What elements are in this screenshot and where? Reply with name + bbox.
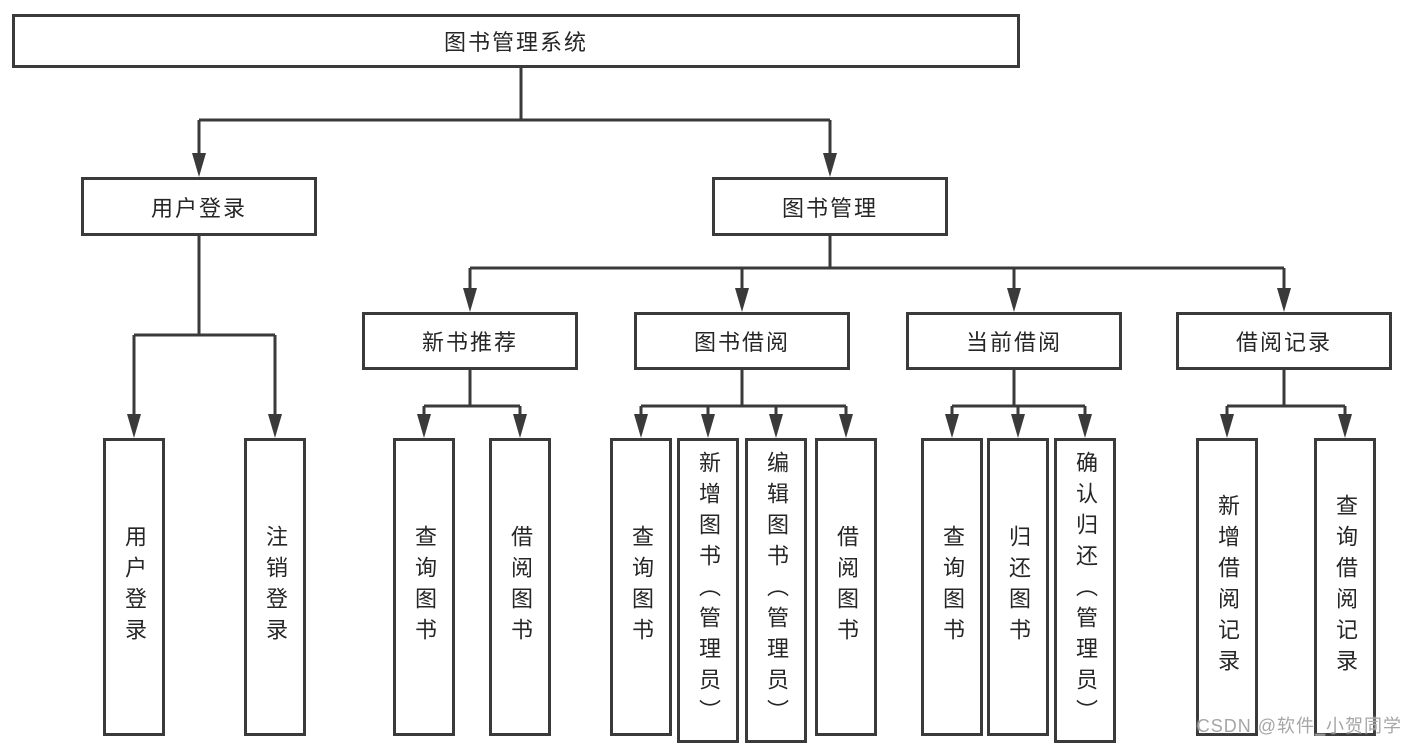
leaf-newrec-query-books: 查询图书	[393, 438, 455, 736]
leaf-current-confirm-return-admin: 确认归还（管理员）	[1054, 438, 1116, 743]
node-book-management: 图书管理	[712, 177, 948, 236]
leaf-records-query-record: 查询借阅记录	[1314, 438, 1376, 736]
leaf-borrow-add-books-admin: 新增图书（管理员）	[677, 438, 739, 743]
node-book-borrow: 图书借阅	[634, 312, 850, 370]
node-current-borrow: 当前借阅	[906, 312, 1122, 370]
leaf-records-add-record: 新增借阅记录	[1196, 438, 1258, 736]
csdn-watermark: CSDN @软件_小贺同学	[1196, 716, 1402, 736]
leaf-user-login: 用户登录	[103, 438, 165, 736]
leaf-borrow-edit-books-admin: 编辑图书（管理员）	[745, 438, 807, 743]
arrowheads	[127, 153, 1352, 438]
leaf-newrec-borrow-books: 借阅图书	[489, 438, 551, 736]
node-user-login: 用户登录	[81, 177, 317, 236]
leaf-logout: 注销登录	[244, 438, 306, 736]
node-root: 图书管理系统	[12, 14, 1020, 68]
leaf-borrow-query-books: 查询图书	[610, 438, 672, 736]
leaf-current-query-books: 查询图书	[921, 438, 983, 736]
node-borrow-records: 借阅记录	[1176, 312, 1392, 370]
node-new-book-recommend: 新书推荐	[362, 312, 578, 370]
leaf-current-return-books: 归还图书	[987, 438, 1049, 736]
leaf-borrow-borrow-books: 借阅图书	[815, 438, 877, 736]
